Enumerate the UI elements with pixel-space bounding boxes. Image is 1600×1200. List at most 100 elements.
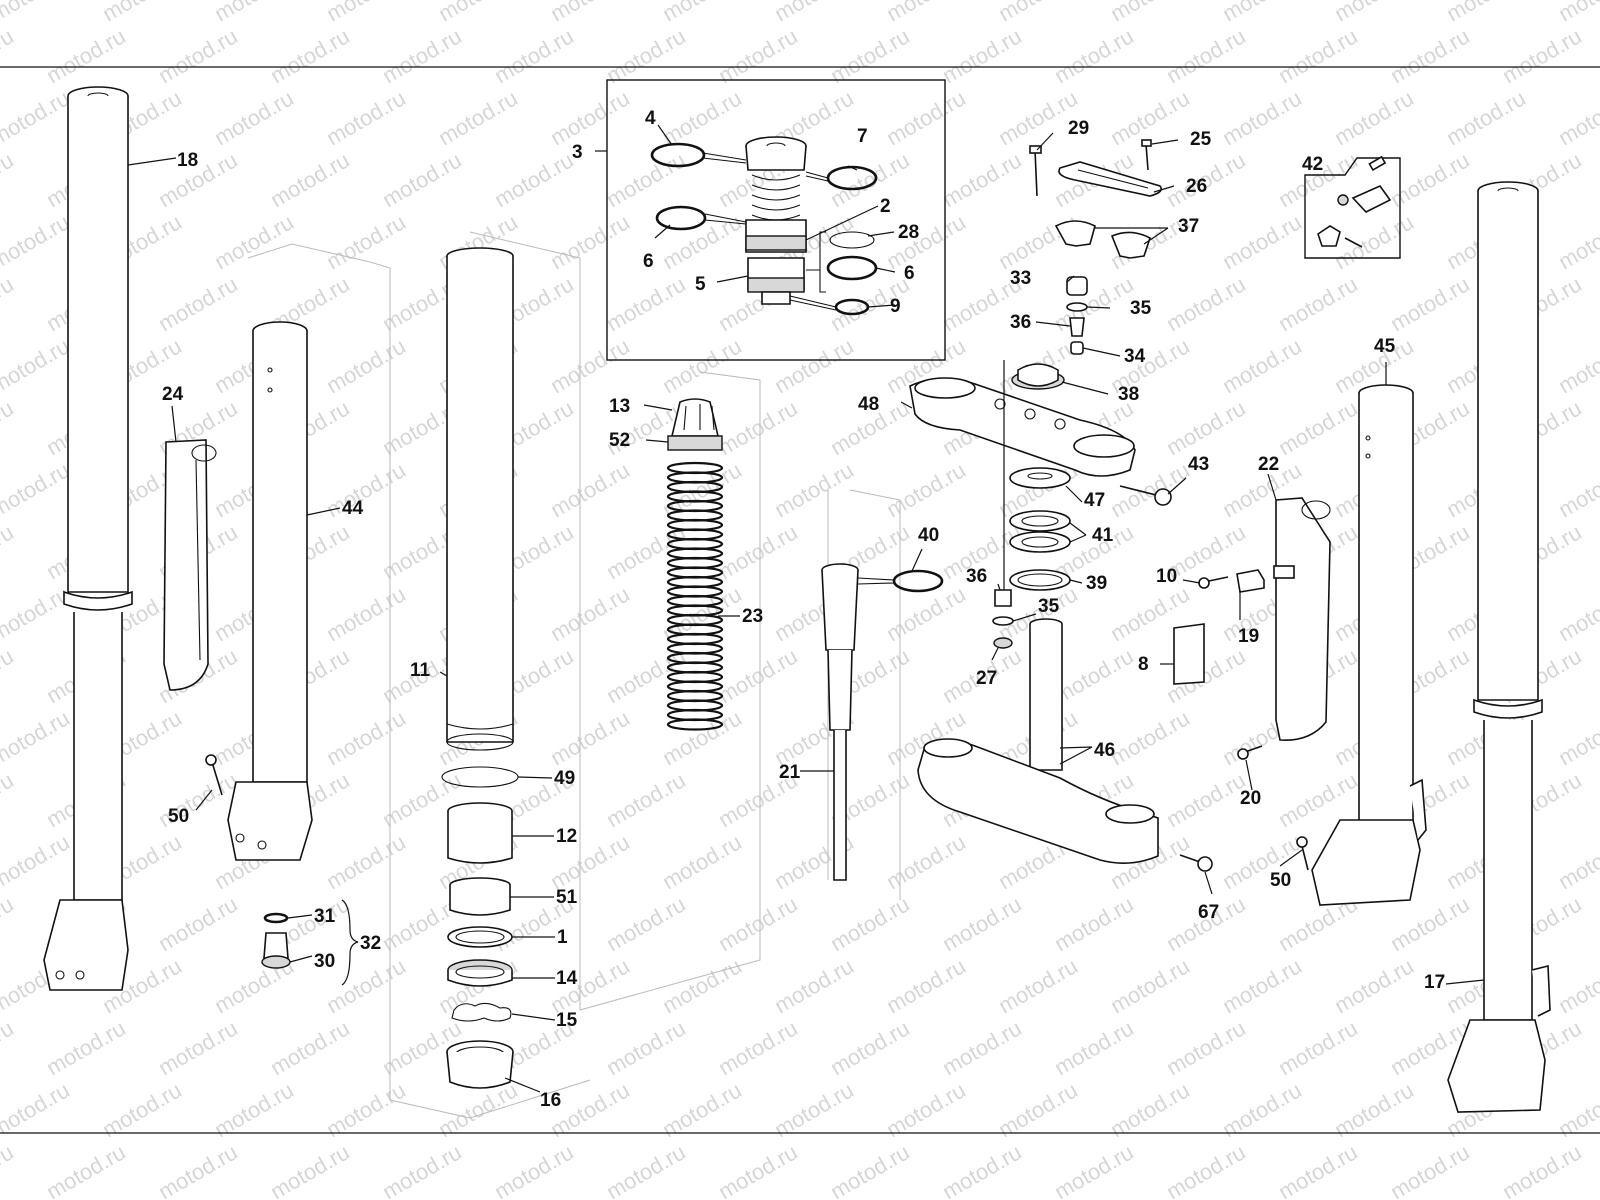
- watermark-text: motod.ru: [1274, 395, 1362, 460]
- part-44-fork-slider[interactable]: [227, 321, 313, 861]
- part-23-fork-spring[interactable]: [666, 461, 724, 731]
- watermark-text: motod.ru: [322, 705, 410, 770]
- watermark-text: motod.ru: [1218, 953, 1306, 1018]
- watermark-text: motod.ru: [1330, 0, 1418, 26]
- watermark-text: motod.ru: [546, 85, 634, 150]
- watermark-text: motod.ru: [322, 0, 410, 26]
- part-19-bracket[interactable]: [1236, 569, 1265, 593]
- watermark-text: motod.ru: [1162, 1139, 1250, 1200]
- watermark-text: motod.ru: [1442, 85, 1530, 150]
- part-51-bushing[interactable]: [449, 877, 511, 916]
- callout-27: 27: [976, 668, 997, 689]
- part-41-bearings[interactable]: [1009, 510, 1071, 553]
- part-21-damper-rod[interactable]: [821, 563, 859, 881]
- watermark-text: motod.ru: [938, 1015, 1026, 1080]
- part-43-bolt[interactable]: [1119, 485, 1172, 506]
- part-10-bolt[interactable]: [1198, 576, 1229, 589]
- parts-36-35-27-lower-stack[interactable]: [992, 589, 1014, 649]
- callout-13: 13: [609, 396, 630, 417]
- watermark-text: motod.ru: [0, 271, 18, 336]
- part-48-upper-triple-clamp[interactable]: [909, 377, 1136, 477]
- callout-44: 44: [342, 498, 364, 519]
- watermark-text: motod.ru: [0, 581, 74, 646]
- watermark-text: motod.ru: [658, 333, 746, 398]
- callout-50-right: 50: [1270, 870, 1291, 891]
- callout-8: 8: [1138, 654, 1149, 675]
- part-26-plate[interactable]: [1058, 161, 1163, 197]
- watermark-text: motod.ru: [826, 1015, 914, 1080]
- part-13-spring-guide[interactable]: [670, 398, 720, 437]
- callout-21: 21: [779, 762, 801, 783]
- part-67-bolt[interactable]: [1179, 854, 1213, 872]
- part-52-spacer[interactable]: [667, 435, 723, 451]
- watermark-text: motod.ru: [938, 1139, 1026, 1200]
- watermark-text: motod.ru: [1218, 829, 1306, 894]
- watermark-text: motod.ru: [714, 891, 802, 956]
- part-18-left-fork-leg[interactable]: [43, 86, 133, 991]
- watermark-text: motod.ru: [1554, 705, 1600, 770]
- watermark-text: motod.ru: [1554, 85, 1600, 150]
- part-17-right-fork-leg[interactable]: [1447, 181, 1551, 1113]
- inset-rings: [650, 142, 878, 316]
- callout-31: 31: [314, 906, 336, 927]
- callout-46: 46: [1094, 740, 1115, 761]
- part-20-bolt[interactable]: [1237, 745, 1263, 760]
- watermark-text: motod.ru: [882, 0, 970, 26]
- watermark-text: motod.ru: [994, 0, 1082, 26]
- callout-2: 2: [880, 196, 891, 217]
- callout-34: 34: [1124, 346, 1146, 367]
- watermark-text: motod.ru: [1218, 85, 1306, 150]
- part-39-seal[interactable]: [1009, 569, 1071, 591]
- part-1-washer[interactable]: [447, 926, 513, 948]
- part-3-valve-assembly[interactable]: [745, 136, 807, 305]
- part-37-handlebar-clamps[interactable]: [1054, 220, 1151, 259]
- part-24-fork-guard[interactable]: [163, 439, 217, 691]
- watermark-text: motod.ru: [1554, 0, 1600, 26]
- part-8-pad[interactable]: [1173, 623, 1205, 685]
- watermark-text: motod.ru: [0, 395, 18, 460]
- part-16-dust-seal[interactable]: [446, 1040, 514, 1089]
- part-38-nut[interactable]: [1011, 363, 1065, 390]
- callout-6-right: 6: [904, 263, 915, 284]
- part-50-bolt-right[interactable]: [1296, 836, 1309, 871]
- watermark-text: motod.ru: [1498, 23, 1586, 88]
- watermark-text: motod.ru: [0, 147, 18, 212]
- callout-labels: 18 24 44 50 31 30 32 11 49 12 51 1 14 15…: [162, 108, 1445, 1111]
- part-15-retaining-clip[interactable]: [451, 1002, 512, 1022]
- watermark-text: motod.ru: [1386, 1139, 1474, 1200]
- watermark-text: motod.ru: [0, 1139, 18, 1200]
- callout-48: 48: [858, 394, 879, 415]
- part-12-bushing[interactable]: [447, 802, 513, 864]
- callout-35-bottom: 35: [1038, 596, 1060, 617]
- watermark-text: motod.ru: [658, 953, 746, 1018]
- watermark-text: motod.ru: [714, 23, 802, 88]
- part-30-31-drain-plug[interactable]: [261, 912, 291, 969]
- watermark-text: motod.ru: [826, 1139, 914, 1200]
- watermark-text: motod.ru: [770, 457, 858, 522]
- watermark-text: motod.ru: [378, 147, 466, 212]
- part-40-o-ring[interactable]: [857, 569, 944, 593]
- part-14-oil-seal[interactable]: [447, 959, 513, 987]
- part-46-lower-triple-clamp[interactable]: [917, 618, 1159, 864]
- watermark-text: motod.ru: [1106, 705, 1194, 770]
- watermark-text: motod.ru: [322, 333, 410, 398]
- part-45-fork-slider-right[interactable]: [1311, 384, 1427, 906]
- callout-32: 32: [360, 933, 381, 954]
- part-47-cone-race[interactable]: [1009, 467, 1071, 489]
- callout-47: 47: [1084, 490, 1105, 511]
- part-50-bolt-left[interactable]: [205, 754, 223, 796]
- part-22-fork-guard-right[interactable]: [1273, 497, 1331, 741]
- watermark-text: motod.ru: [0, 891, 18, 956]
- part-25-bolt[interactable]: [1141, 139, 1152, 171]
- parts-33-36-34-35-stack[interactable]: [1066, 276, 1088, 355]
- watermark-text: motod.ru: [1442, 0, 1530, 26]
- part-42-clamp-kit[interactable]: [1317, 155, 1392, 248]
- watermark-text: motod.ru: [546, 581, 634, 646]
- callout-11: 11: [410, 660, 431, 681]
- watermark-text: motod.ru: [266, 1139, 354, 1200]
- part-11-stanchion-tube[interactable]: [446, 247, 514, 751]
- part-29-bolt[interactable]: [1029, 145, 1042, 197]
- watermark-text: motod.ru: [1554, 457, 1600, 522]
- watermark-text: motod.ru: [658, 85, 746, 150]
